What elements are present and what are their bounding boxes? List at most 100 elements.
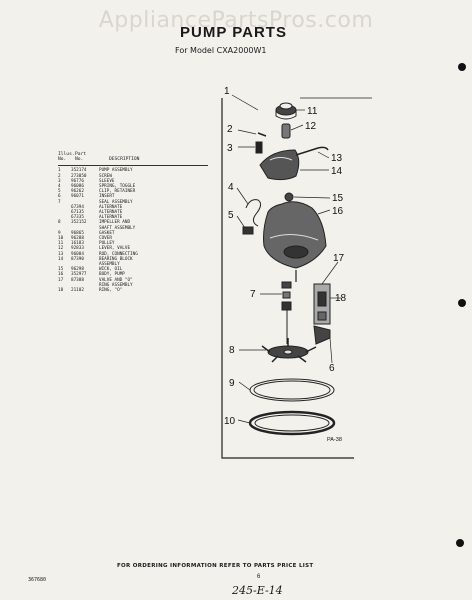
row-part-no: 273050	[71, 173, 87, 179]
table-row: 10 96288 COVER	[58, 236, 208, 241]
callout-11: 11	[307, 106, 318, 117]
header-divider	[58, 165, 208, 167]
row-description: ALTERNATE	[99, 210, 123, 216]
callout-8: 8	[229, 345, 235, 356]
row-description: SHAFT ASSEMBLY	[99, 225, 136, 231]
binder-hole-top	[458, 63, 466, 71]
row-description: BODY, PUMP	[99, 272, 125, 278]
table-row: RING ASSEMBLY	[58, 283, 208, 288]
row-illus-no: 16	[58, 272, 64, 278]
page-title: PUMP PARTS	[180, 24, 287, 41]
row-part-no: 352152	[71, 220, 87, 226]
callout-10: 10	[224, 416, 236, 427]
header-description: DESCRIPTION	[109, 157, 140, 162]
row-illus-no: 1	[58, 168, 61, 174]
row-description: COVER	[99, 236, 112, 242]
row-description: INSERT	[99, 194, 115, 200]
parts-table-header: Illus. No. Part No. DESCRIPTION	[58, 152, 208, 162]
callout-18: 18	[335, 293, 347, 304]
callout-6: 6	[329, 363, 335, 374]
row-part-no: 96288	[71, 236, 84, 242]
row-illus-no: 7	[58, 199, 61, 205]
row-illus-no: 3	[58, 178, 61, 184]
row-illus-no: 4	[58, 184, 61, 190]
callout-15: 15	[332, 193, 344, 204]
table-row: 15 96298 WICK, OIL	[58, 267, 208, 272]
row-part-no: 96086	[71, 184, 84, 190]
callout-7: 7	[250, 289, 256, 300]
row-part-no: 87388	[71, 277, 84, 283]
row-illus-no: 11	[58, 241, 64, 247]
table-row: 6 96071 INSERT	[58, 194, 208, 199]
row-part-no: 352174	[71, 168, 87, 174]
row-description: IMPELLER AND	[99, 220, 131, 226]
table-row: SHAFT ASSEMBLY	[58, 226, 208, 231]
row-description: ALTERNATE	[99, 204, 123, 210]
row-part-no: 16183	[71, 241, 84, 247]
row-part-no: 96262	[71, 189, 84, 195]
handwritten-note: 245-E-14	[232, 584, 283, 597]
row-part-no: 96298	[71, 267, 84, 273]
row-description: PULLEY	[99, 241, 115, 247]
table-row: ASSEMBLY	[58, 262, 208, 267]
row-illus-no: 15	[58, 267, 64, 273]
row-illus-no: 2	[58, 173, 61, 179]
row-description: BEARING BLOCK	[99, 256, 133, 262]
row-part-no: 96071	[71, 194, 84, 200]
row-illus-no: 5	[58, 189, 61, 195]
row-part-no: 67335	[71, 215, 84, 221]
page-subtitle: For Model CXA2000W1	[175, 46, 267, 55]
document-code: 367680	[28, 577, 47, 583]
row-description: RING, "O"	[99, 288, 123, 294]
row-description: SPRING, TOGGLE	[99, 184, 136, 190]
header-illus: Illus.	[58, 152, 75, 157]
row-illus-no: 14	[58, 256, 64, 262]
row-part-no: 352977	[71, 272, 87, 278]
table-row: 14 87390 BEARING BLOCK	[58, 257, 208, 262]
row-part-no: 96776	[71, 178, 84, 184]
row-illus-no: 6	[58, 194, 61, 200]
row-description: WICK, OIL	[99, 267, 123, 273]
row-description: LEVER, VALVE	[99, 246, 131, 252]
row-illus-no: 10	[58, 236, 64, 242]
row-illus-no: 18	[58, 288, 64, 294]
row-illus-no: 8	[58, 220, 61, 226]
callout-13: 13	[331, 153, 343, 164]
row-description: ALTERNATE	[99, 215, 123, 221]
row-part-no: 87390	[71, 256, 84, 262]
callout-5: 5	[228, 210, 234, 221]
row-description: GASKET	[99, 230, 115, 236]
callout-1: 1	[224, 86, 230, 97]
row-illus-no: 12	[58, 246, 64, 252]
callout-9: 9	[229, 378, 235, 389]
row-description: SEAL ASSEMBLY	[99, 199, 133, 205]
header-illus-no: No.	[58, 157, 67, 163]
row-illus-no: 17	[58, 277, 64, 283]
diagram-code: PA-38	[327, 437, 342, 443]
binder-hole-middle	[458, 299, 466, 307]
header-part: Part	[75, 152, 87, 157]
callout-17: 17	[333, 253, 345, 264]
ordering-note: FOR ORDERING INFORMATION REFER TO PARTS …	[117, 563, 314, 569]
callout-14: 14	[331, 166, 343, 177]
table-row: 7 SEAL ASSEMBLY	[58, 200, 208, 205]
row-illus-no: 9	[58, 230, 61, 236]
watermark: AppliancePartsPros.com	[98, 8, 374, 33]
binder-hole-bottom	[456, 539, 464, 547]
table-row: 11 16183 PULLEY	[58, 241, 208, 246]
row-illus-no: 13	[58, 251, 64, 257]
callout-12: 12	[305, 121, 317, 132]
